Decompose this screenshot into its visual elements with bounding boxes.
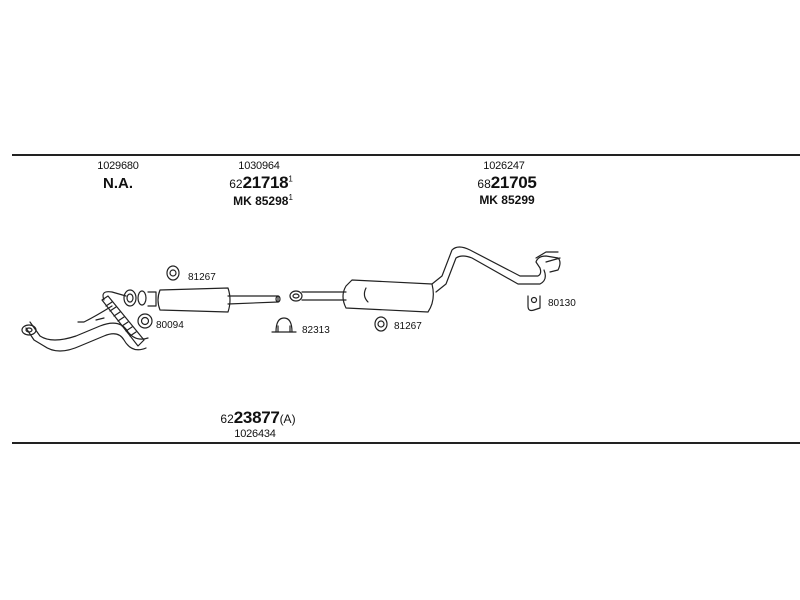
- pn-suffix: (A): [279, 412, 296, 426]
- top-divider: [12, 154, 800, 156]
- pn-mark: 1: [288, 174, 293, 184]
- rear-silencer-part-number: 6821705: [452, 173, 562, 193]
- middle-silencer-alt-code: MK 852981: [208, 193, 318, 208]
- callout-hanger: 80130: [548, 298, 576, 309]
- clamp-rear-icon: [374, 316, 388, 332]
- front-pipe-part-label: N.A.: [103, 175, 133, 192]
- rear-silencer: [289, 246, 561, 313]
- callout-gasket: 80094: [156, 320, 184, 331]
- rear-silencer-alt-code: MK 85299: [479, 193, 535, 207]
- front-pipe: [21, 289, 149, 352]
- pn-main: 23877: [233, 408, 280, 427]
- pn-prefix: 62: [229, 177, 243, 191]
- clamp-front-icon: [166, 265, 180, 281]
- kit-part-number: 6223877(A): [198, 408, 318, 428]
- callout-clamp-front: 81267: [188, 272, 216, 283]
- kit-ref-number: 1026434: [234, 428, 276, 440]
- pn-main: 21718: [242, 173, 289, 192]
- front-pipe-ref-number: 1029680: [97, 160, 139, 172]
- bottom-divider: [12, 442, 800, 444]
- u-clamp-icon: [271, 317, 297, 333]
- pn-main: 21705: [490, 173, 537, 192]
- callout-clamp-rear: 81267: [394, 321, 422, 332]
- alt-code: MK 85298: [233, 194, 289, 208]
- gasket-icon: [137, 313, 153, 329]
- alt-mark: 1: [288, 193, 293, 202]
- callout-clamp-mid: 82313: [302, 325, 330, 336]
- rear-silencer-ref-number: 1026247: [483, 160, 525, 172]
- pn-prefix: 62: [220, 412, 234, 426]
- hanger-icon: [527, 295, 541, 312]
- middle-silencer-ref-number: 1030964: [238, 160, 280, 172]
- pn-prefix: 68: [477, 177, 491, 191]
- middle-silencer: [137, 287, 281, 313]
- middle-silencer-part-number: 62217181: [206, 173, 316, 193]
